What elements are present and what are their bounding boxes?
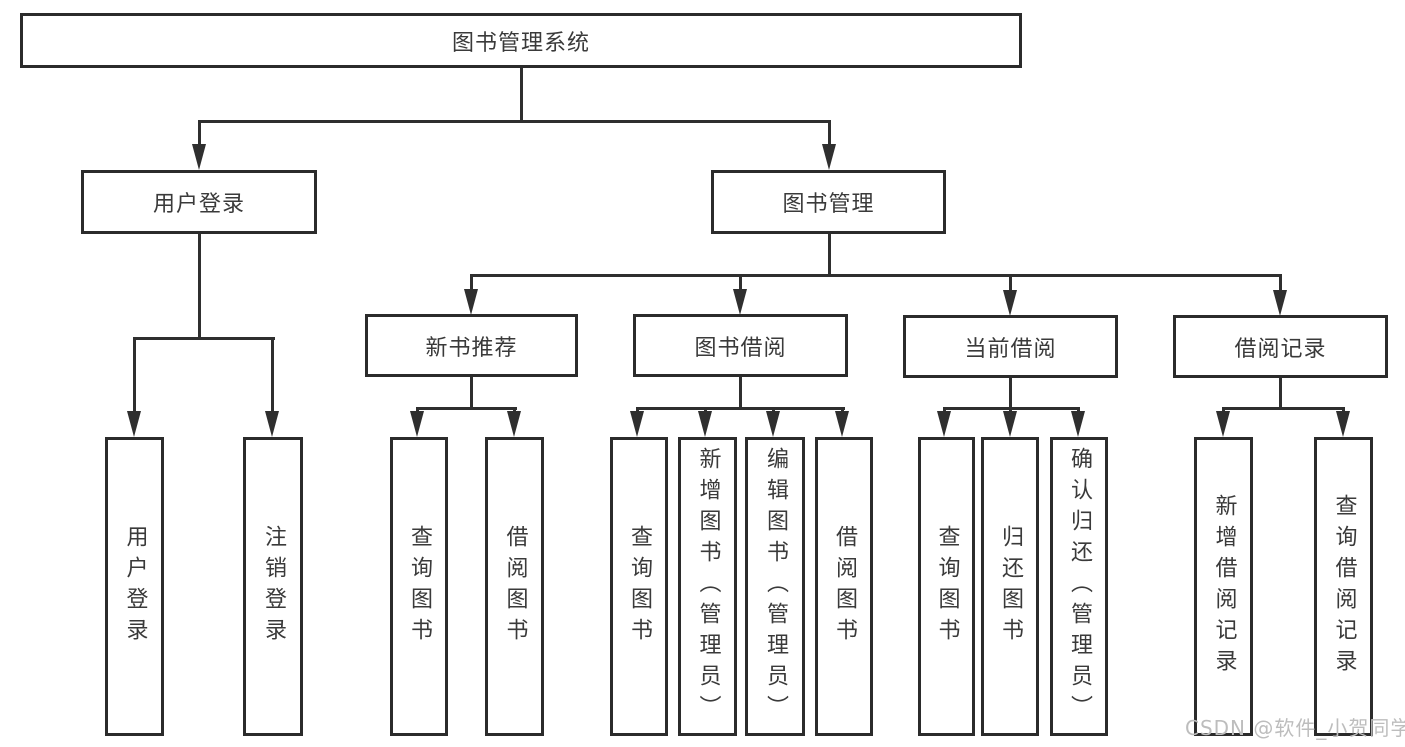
arrow-head [630,411,644,437]
arrow-head [265,411,279,437]
csdn-watermark: CSDN @软件_小贺同学 [1185,716,1405,740]
arrow-head [822,144,836,170]
leaf-query-books-label: 查询图书 [934,524,960,649]
connector-line [1279,378,1282,410]
connector-line [636,407,845,410]
node-new-book-recommend-label: 新书推荐 [425,335,518,361]
node-book-borrow-label: 图书借阅 [694,335,787,361]
leaf-edit-books-admin: 编辑图书（管理员） [745,437,805,736]
leaf-query-books-label: 查询图书 [407,524,432,649]
leaf-borrow-books: 借阅图书 [485,437,544,736]
leaf-add-books-admin: 新增图书（管理员） [678,437,737,736]
connector-line [1222,407,1345,410]
connector-line [198,234,201,340]
node-user-login-label: 用户登录 [152,192,245,217]
arrow-head [127,411,141,437]
connector-line [828,120,831,148]
arrow-head [766,411,780,437]
arrow-head [937,411,951,437]
connector-line [739,377,742,410]
connector-line [1009,274,1012,292]
leaf-confirm-return-admin-label: 确认归还（管理员） [1067,447,1092,726]
leaf-borrow-books-label: 借阅图书 [502,524,528,649]
arrow-head [1003,290,1017,316]
leaf-query-books: 查询图书 [610,437,668,736]
leaf-borrow-books-label: 借阅图书 [832,524,857,649]
node-book-borrow: 图书借阅 [633,314,848,377]
connector-line [271,337,274,413]
connector-line [133,337,275,340]
node-current-borrow-label: 当前借阅 [964,336,1057,362]
arrow-head [698,411,712,437]
leaf-user-login-label: 用户登录 [122,524,148,649]
connector-line [133,337,136,413]
connector-line [470,377,473,410]
arrow-head [192,144,206,170]
arrow-head [733,289,747,315]
arrow-head [410,411,424,437]
connector-line [739,274,742,292]
leaf-borrow-books: 借阅图书 [815,437,873,736]
node-current-borrow: 当前借阅 [903,315,1118,378]
leaf-query-books: 查询图书 [918,437,975,736]
leaf-query-books: 查询图书 [390,437,448,736]
leaf-add-borrow-record: 新增借阅记录 [1194,437,1253,736]
leaf-confirm-return-admin: 确认归还（管理员） [1050,437,1108,736]
leaf-logout: 注销登录 [243,437,303,736]
leaf-return-books-label: 归还图书 [998,524,1023,649]
connector-line [1009,378,1012,410]
leaf-query-borrow-record: 查询借阅记录 [1314,437,1373,736]
arrow-head [1003,411,1017,437]
connector-line [416,407,517,410]
node-new-book-recommend: 新书推荐 [365,314,578,377]
connector-line [198,120,201,148]
connector-line [470,274,473,292]
node-borrow-record-label: 借阅记录 [1234,336,1327,362]
connector-line [1279,274,1282,292]
connector-line [828,234,831,277]
arrow-head [1336,411,1350,437]
leaf-logout-label: 注销登录 [261,524,286,649]
arrow-head [507,411,521,437]
node-book-management: 图书管理 [711,170,946,234]
node-borrow-record: 借阅记录 [1173,315,1388,378]
leaf-query-books-label: 查询图书 [627,524,652,649]
arrow-head [1273,290,1287,316]
connector-line [198,120,831,123]
leaf-add-borrow-record-label: 新增借阅记录 [1211,493,1237,680]
node-root-label: 图书管理系统 [451,30,590,56]
leaf-add-books-admin-label: 新增图书（管理员） [695,447,721,726]
leaf-query-borrow-record-label: 查询借阅记录 [1331,493,1357,680]
arrow-head [1216,411,1230,437]
leaf-user-login: 用户登录 [105,437,164,736]
arrow-head [464,289,478,315]
connector-line [470,274,1282,277]
leaf-edit-books-admin-label: 编辑图书（管理员） [763,447,788,726]
leaf-return-books: 归还图书 [981,437,1039,736]
arrow-head [835,411,849,437]
node-user-login: 用户登录 [81,170,317,234]
node-book-management-label: 图书管理 [782,192,875,217]
connector-line [520,68,523,123]
arrow-head [1071,411,1085,437]
node-root: 图书管理系统 [20,13,1022,68]
